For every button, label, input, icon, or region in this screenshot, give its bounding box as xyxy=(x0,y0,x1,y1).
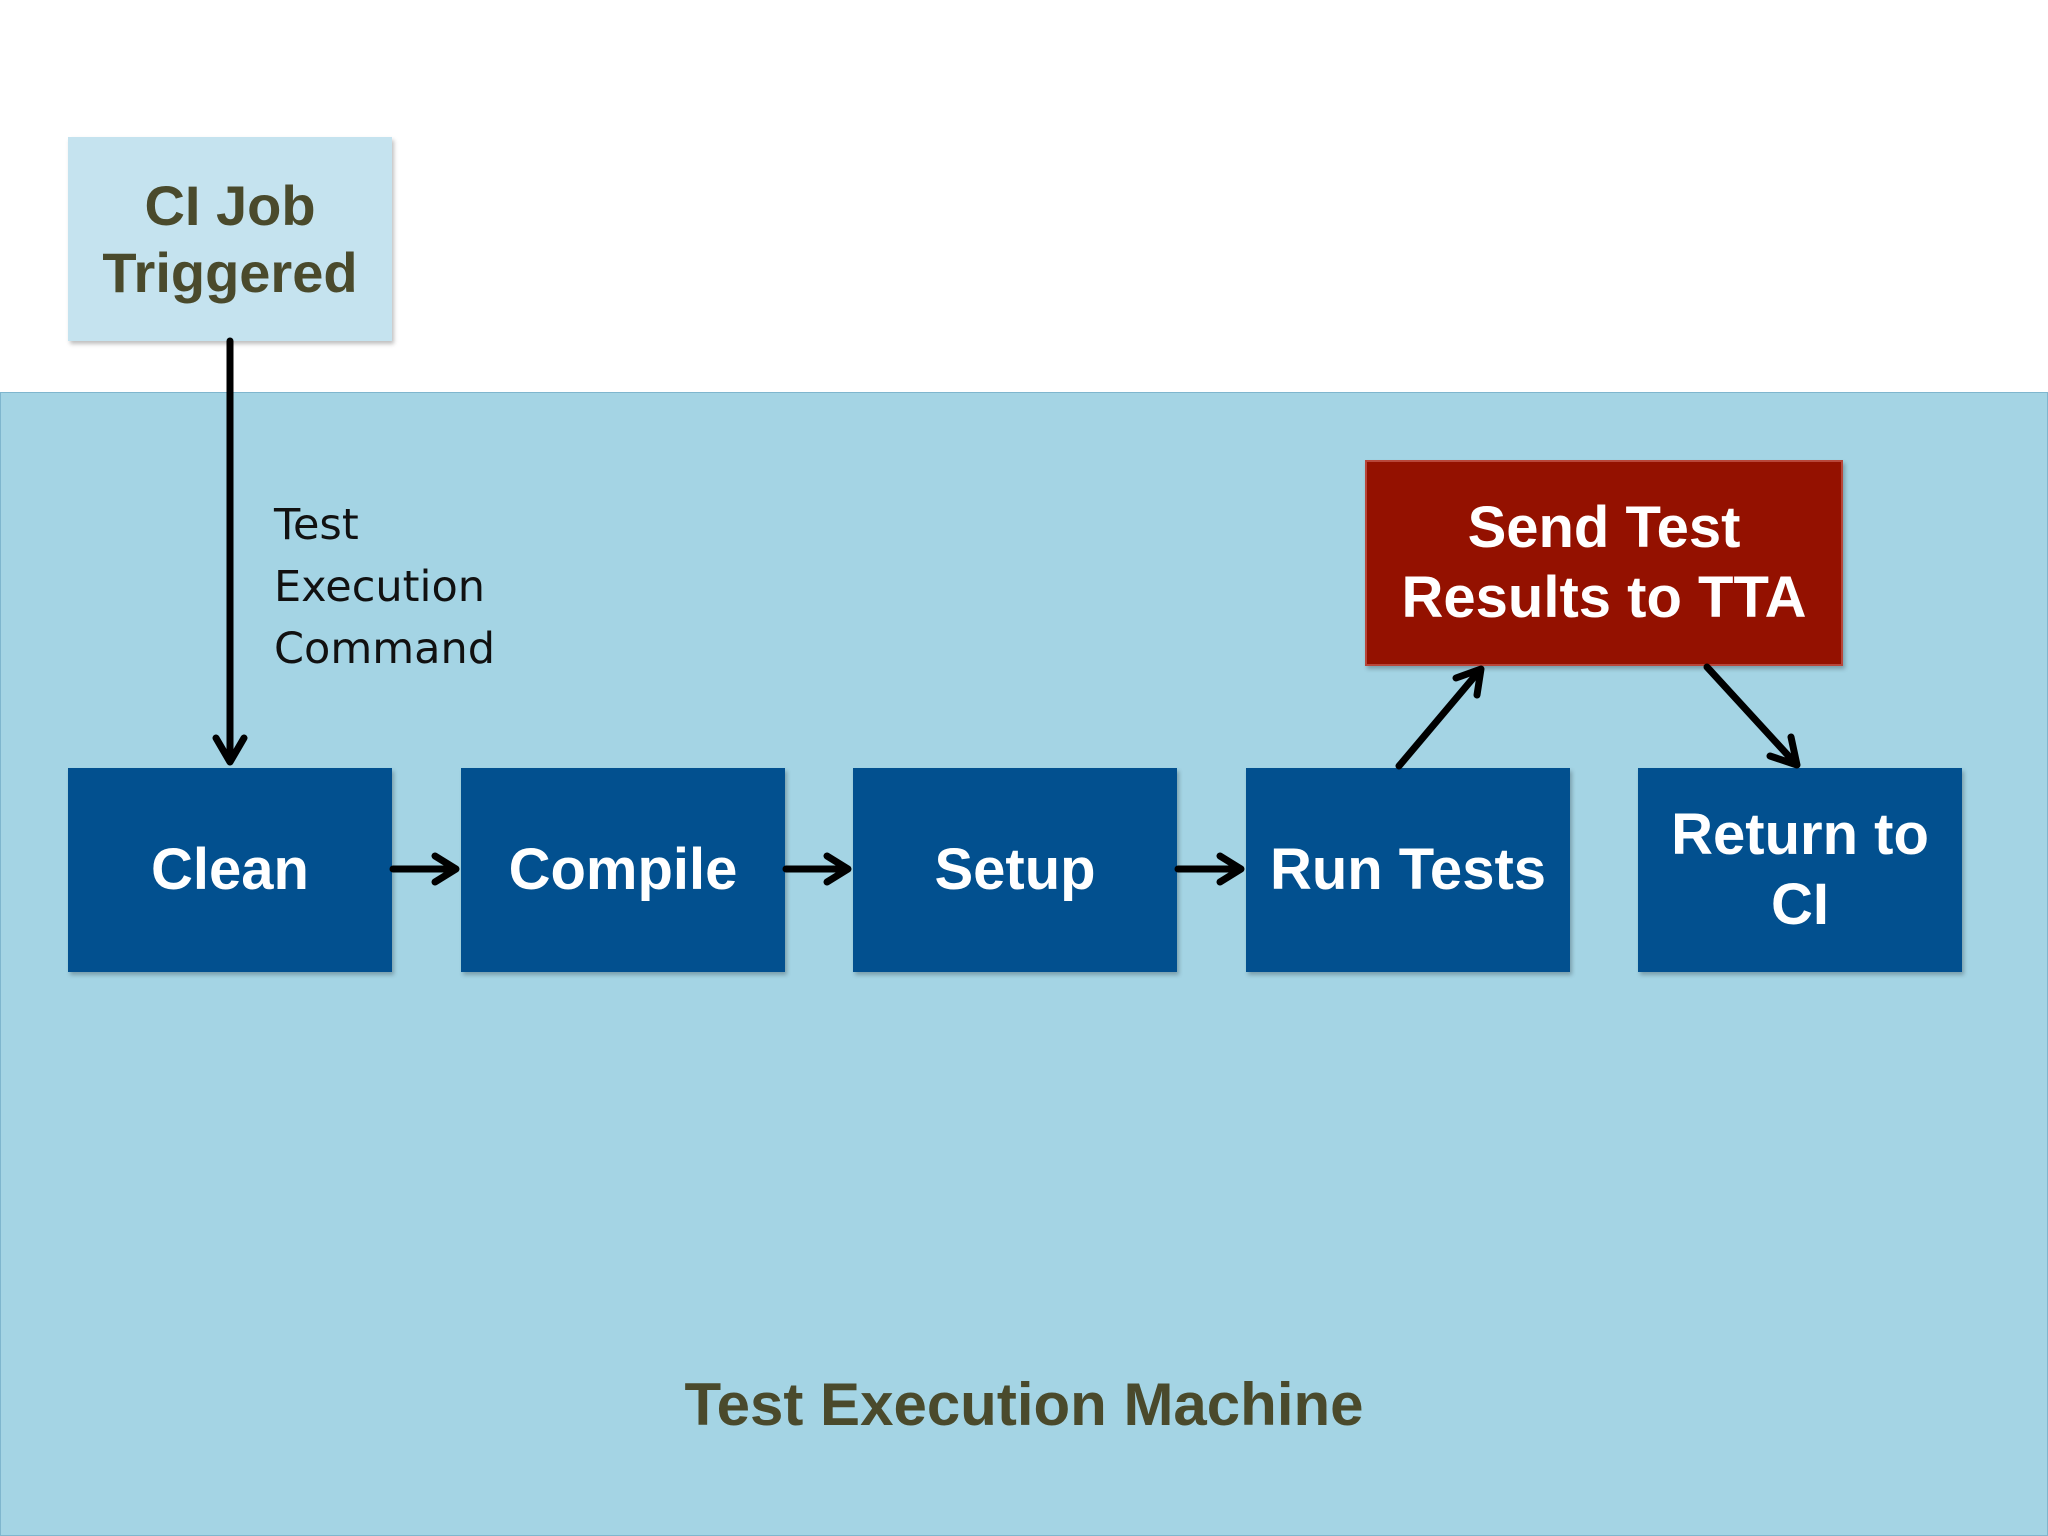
return-to-ci-node: Return to CI xyxy=(1638,768,1962,972)
ci-job-triggered-node: CI Job Triggered xyxy=(68,137,392,341)
arrow-setup-to-runtests xyxy=(1174,852,1245,886)
return-to-ci-label: Return to CI xyxy=(1671,802,1929,937)
run-tests-label: Run Tests xyxy=(1269,837,1547,903)
setup-node: Setup xyxy=(853,768,1177,972)
ci-job-triggered-label: CI Job Triggered xyxy=(102,173,358,304)
run-tests-node: Run Tests xyxy=(1246,768,1570,972)
setup-label: Setup xyxy=(934,837,1096,903)
arrow-trigger-to-clean xyxy=(212,337,248,766)
send-test-results-label: Send Test Results to TTA xyxy=(1401,495,1807,630)
clean-node: Clean xyxy=(68,768,392,972)
compile-label: Compile xyxy=(508,837,738,903)
arrow-clean-to-compile xyxy=(389,852,460,886)
arrow-runtests-to-send xyxy=(1395,665,1485,770)
send-test-results-node: Send Test Results to TTA xyxy=(1365,460,1843,666)
arrow-send-to-return xyxy=(1703,663,1801,769)
clean-label: Clean xyxy=(151,837,309,903)
arrow-compile-to-setup xyxy=(782,852,852,886)
test-execution-command-label: Test Execution Command xyxy=(274,500,496,674)
region-title: Test Execution Machine xyxy=(684,1371,1364,1438)
compile-node: Compile xyxy=(461,768,785,972)
